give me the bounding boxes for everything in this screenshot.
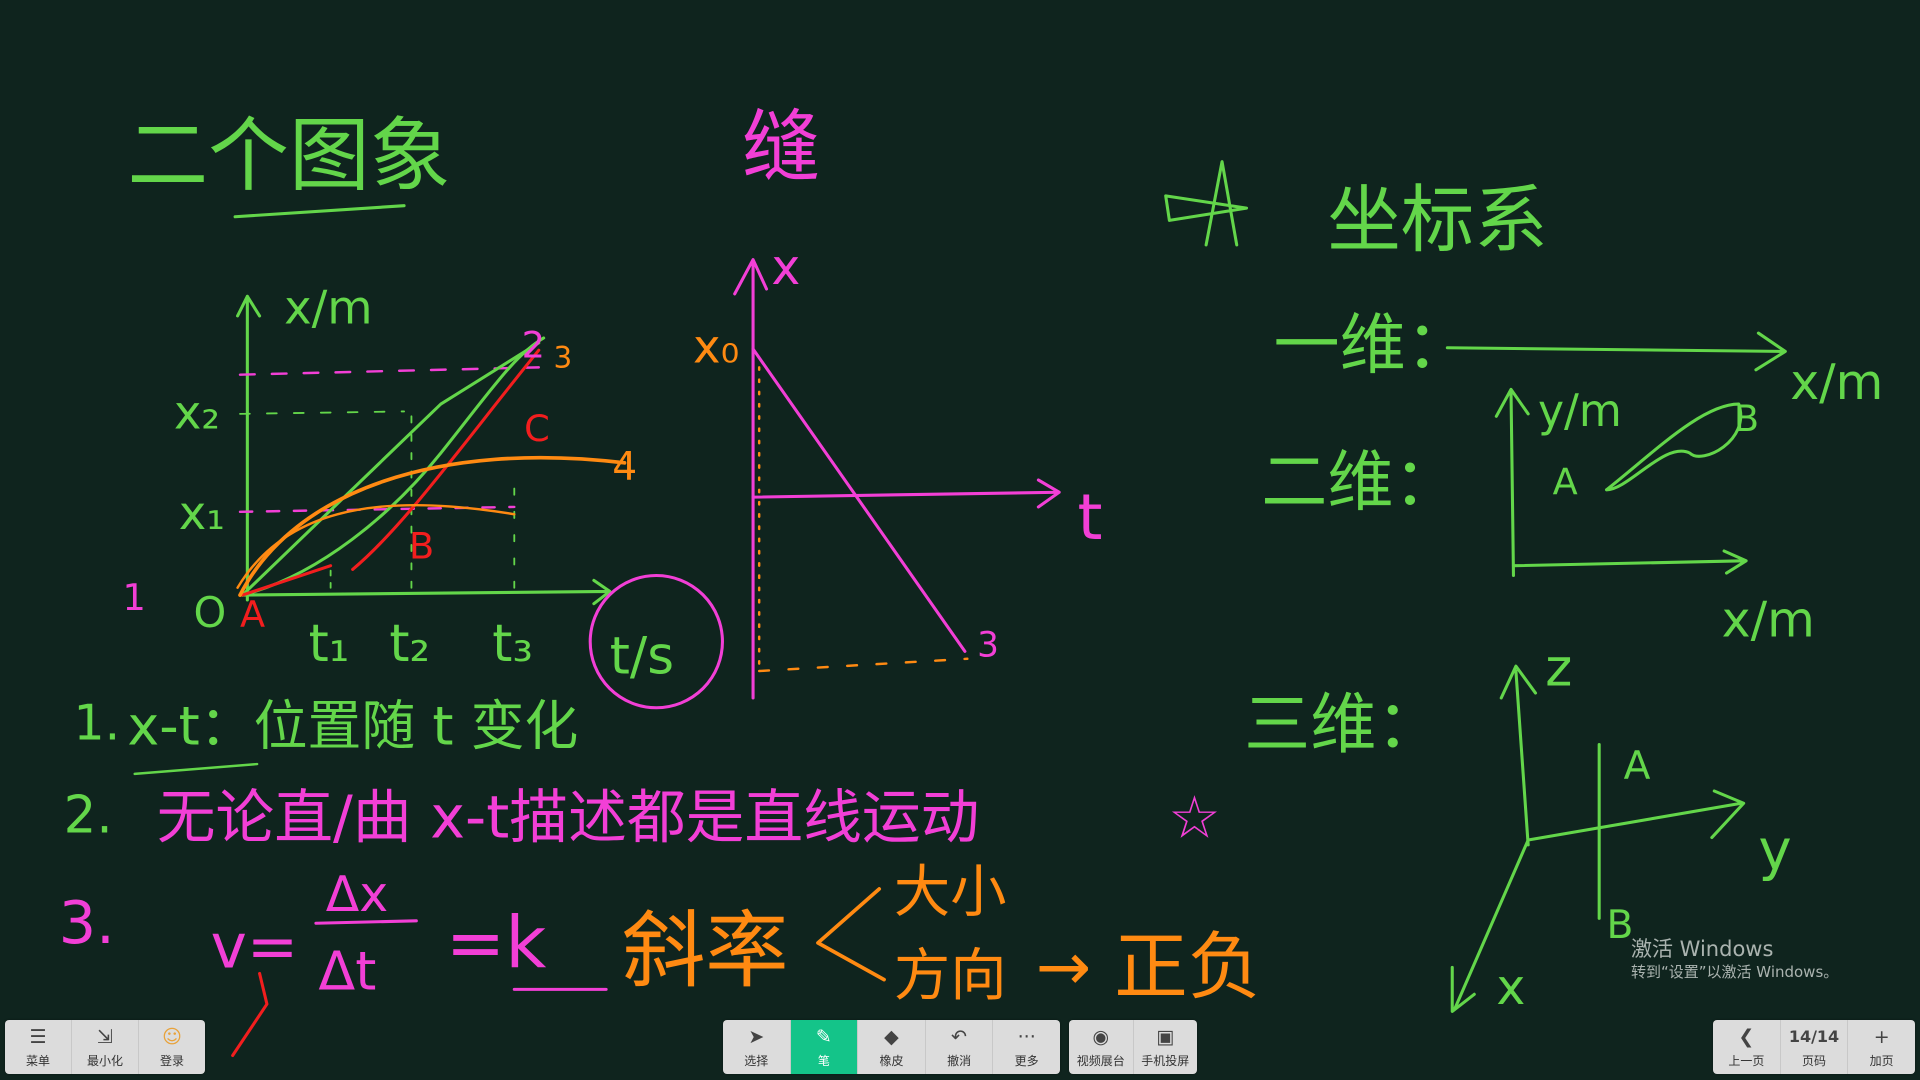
add-page-button[interactable]: + 加页 [1848, 1020, 1915, 1074]
minimize-button[interactable]: ⇲ 最小化 [72, 1020, 139, 1074]
note3-arrow: → [1036, 928, 1091, 1005]
watermark-title: 激活 Windows [1631, 937, 1774, 961]
graph1-line-label-1: 1 [122, 576, 145, 619]
video-booth-icon: ◉ [1092, 1025, 1110, 1048]
minimize-label: 最小化 [86, 1053, 123, 1068]
note1-number: 1. [73, 695, 120, 752]
more-label: 更多 [1014, 1053, 1039, 1068]
graph1-origin-label: O [193, 588, 226, 637]
graph1-pointC-label: C [524, 407, 550, 450]
coord-2d-label: 二维： [1261, 443, 1459, 520]
graph1-x1-label: x₁ [179, 486, 225, 540]
page-toolbar: ❮ 上一页 14/14 页码 + 加页 [1713, 1020, 1915, 1074]
note2-text: 无论直/曲 x-t描述都是直线运动 [157, 783, 980, 852]
coord-1d-axis-label: x/m [1790, 354, 1883, 411]
undo-icon: ↶ [951, 1025, 968, 1048]
note2-star: ☆ [1168, 783, 1221, 852]
coord-2d-y-label: y/m [1538, 386, 1622, 437]
menu-icon: ☰ [29, 1025, 47, 1048]
coord-3d-pointA-label: A [1624, 744, 1651, 789]
graph1-line-label-3: 3 [553, 340, 572, 374]
prev-page-label: 上一页 [1728, 1053, 1765, 1068]
left-toolbar: ☰ 菜单 ⇲ 最小化 ☺ 登录 [5, 1020, 205, 1074]
note3-number: 3. [59, 888, 115, 957]
login-button[interactable]: ☺ 登录 [139, 1020, 205, 1074]
note3-delta-x: Δx [326, 866, 388, 923]
phone-cast-label: 手机投屏 [1141, 1053, 1190, 1068]
phone-cast-button[interactable]: ▣ 手机投屏 [1134, 1020, 1198, 1074]
note3-equals-k: =k [446, 901, 547, 984]
graph1-pointB-label: B [409, 524, 434, 567]
graph1-x2-label: x₂ [174, 386, 220, 440]
graph2-end-label: 3 [977, 625, 999, 665]
graph1-t2-label: t₂ [389, 614, 430, 674]
coord-1d-label: 一维： [1273, 306, 1471, 383]
minimize-icon: ⇲ [97, 1025, 113, 1048]
note3-slope: 斜率 [622, 903, 789, 1000]
menu-button[interactable]: ☰ 菜单 [5, 1020, 72, 1074]
note3-v-equals: v= [211, 911, 299, 982]
graph2-x0-label: x₀ [693, 319, 739, 373]
page-number-label: 页码 [1802, 1053, 1827, 1068]
login-avatar-icon: ☺ [162, 1025, 182, 1048]
graph2-x-axis-label: t [1078, 481, 1103, 555]
graph1-t1-label: t₁ [309, 614, 350, 674]
page-number-value: 14/14 [1788, 1026, 1840, 1046]
note3-sign: 正负 [1114, 925, 1261, 1010]
undo-button[interactable]: ↶ 撤消 [926, 1020, 994, 1074]
more-icon: ··· [1017, 1025, 1036, 1048]
pen-tool-button[interactable]: ✎ 笔 [790, 1020, 859, 1074]
add-page-label: 加页 [1869, 1053, 1894, 1068]
plus-icon: + [1873, 1025, 1890, 1048]
coord-3d-x-label: x [1496, 959, 1525, 1016]
graph1-line-label-4: 4 [612, 445, 637, 490]
video-booth-button[interactable]: ◉ 视频展台 [1069, 1020, 1134, 1074]
note1-text: x-t：位置随 t 变化 [127, 694, 578, 757]
pen-icon: ✎ [815, 1025, 832, 1048]
pen-tool-label: 笔 [817, 1053, 830, 1068]
graph1-x-axis-label: t/s [610, 626, 674, 686]
title-middle: 缝 [742, 102, 820, 193]
eraser-icon: ◆ [884, 1025, 899, 1048]
undo-label: 撤消 [947, 1053, 972, 1068]
select-tool-button[interactable]: ➤ 选择 [723, 1020, 791, 1074]
graph1-line-label-2: 2 [522, 324, 545, 367]
note3-direction: 方向 [894, 943, 1007, 1008]
graph1-t3-label: t₃ [492, 614, 533, 674]
drawing-tools-toolbar: ➤ 选择 ✎ 笔 ◆ 橡皮 ↶ 撤消 ··· 更多 [723, 1020, 1060, 1074]
watermark-subtitle: 转到“设置”以激活 Windows。 [1631, 963, 1839, 981]
select-pointer-icon: ➤ [748, 1025, 765, 1048]
note2-number: 2. [64, 786, 113, 846]
coord-2d-pointB-label: B [1734, 397, 1759, 440]
note3-magnitude: 大小 [894, 860, 1007, 925]
prev-page-button[interactable]: ❮ 上一页 [1713, 1020, 1781, 1074]
note3-delta-t: Δt [318, 939, 376, 1002]
chevron-left-icon: ❮ [1738, 1025, 1755, 1048]
login-label: 登录 [159, 1053, 184, 1068]
page-number-button[interactable]: 14/14 页码 [1781, 1020, 1849, 1074]
title-two-graphs: 二个图象 [127, 110, 450, 204]
graph1-y-axis-label: x/m [284, 280, 373, 334]
coord-3d-pointB-label: B [1607, 903, 1634, 948]
media-toolbar: ◉ 视频展台 ▣ 手机投屏 [1069, 1020, 1197, 1074]
video-booth-label: 视频展台 [1076, 1053, 1125, 1068]
phone-cast-icon: ▣ [1156, 1025, 1175, 1048]
title-coordinate-system: 坐标系 [1327, 178, 1547, 263]
coord-2d-x-label: x/m [1722, 592, 1815, 649]
select-tool-label: 选择 [744, 1053, 769, 1068]
eraser-tool-label: 橡皮 [879, 1053, 904, 1068]
graph2-y-axis-label: x [771, 239, 800, 296]
graph1-pointA-label: A [240, 593, 265, 636]
windows-activation-watermark: 激活 Windows 转到“设置”以激活 Windows。 [1631, 936, 1838, 982]
coord-2d-pointA-label: A [1553, 461, 1578, 504]
coord-3d-z-label: z [1545, 639, 1572, 699]
coord-3d-label: 三维： [1244, 686, 1442, 763]
more-button[interactable]: ··· 更多 [993, 1020, 1060, 1074]
menu-label: 菜单 [25, 1053, 50, 1068]
eraser-tool-button[interactable]: ◆ 橡皮 [858, 1020, 926, 1074]
coord-3d-y-label: y [1758, 818, 1791, 883]
